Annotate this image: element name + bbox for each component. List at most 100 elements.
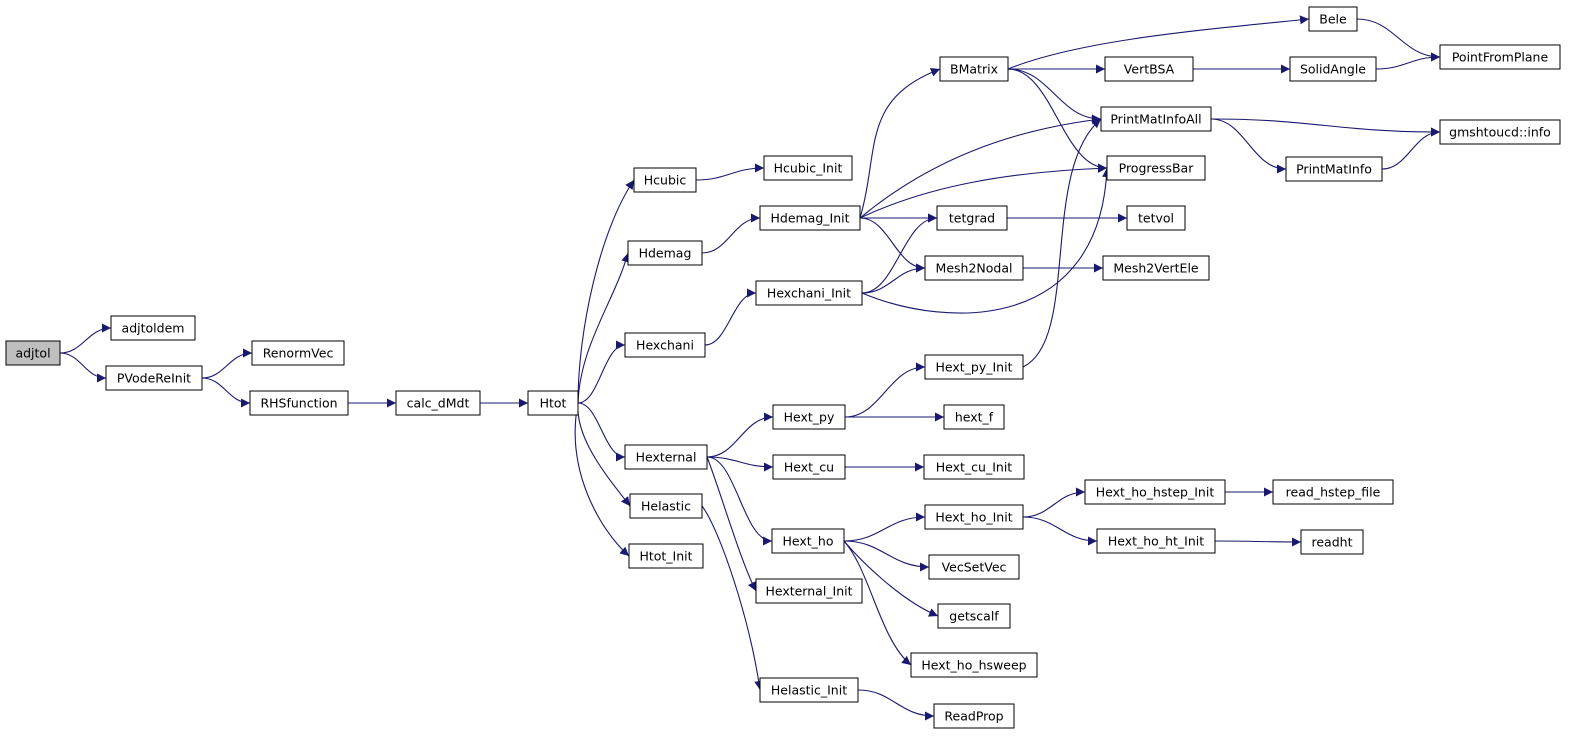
node-mesh2nodal[interactable]: Mesh2Nodal	[924, 255, 1024, 281]
node-hext-f[interactable]: hext_f	[943, 404, 1005, 430]
node-htot-init[interactable]: Htot_Init	[628, 543, 704, 569]
node-hcubic-init[interactable]: Hcubic_Init	[763, 155, 853, 181]
node-label: adjtoldem	[122, 321, 185, 336]
node-hcubic[interactable]: Hcubic	[633, 167, 697, 193]
node-box	[1084, 479, 1226, 505]
node-tetgrad[interactable]: tetgrad	[936, 205, 1008, 231]
node-printmatinfo[interactable]: PrintMatInfo	[1285, 156, 1383, 182]
node-pvodereinit[interactable]: PVodeReInit	[105, 365, 203, 391]
node-hext-py[interactable]: Hext_py	[772, 404, 846, 430]
node-label: Hcubic	[644, 173, 687, 188]
node-box	[936, 205, 1008, 231]
node-hexchani[interactable]: Hexchani	[624, 332, 706, 358]
node-box	[759, 677, 859, 703]
node-hext-ho-hstep-init[interactable]: Hext_ho_hstep_Init	[1084, 479, 1226, 505]
node-hext-ho[interactable]: Hext_ho	[771, 528, 845, 554]
node-hext-ho-ht-init[interactable]: Hext_ho_ht_Init	[1096, 528, 1216, 554]
node-hext-ho-hsweep[interactable]: Hext_ho_hsweep	[910, 652, 1038, 678]
node-solidangle[interactable]: SolidAngle	[1289, 56, 1377, 82]
node-label: Hext_py_Init	[936, 360, 1013, 375]
edge-htot-to-htot_init	[574, 402, 630, 557]
node-vecsetvec[interactable]: VecSetVec	[928, 554, 1020, 580]
edge-hexternal-to-hext_ho	[706, 456, 773, 546]
node-rhsfunction[interactable]: RHSfunction	[249, 390, 349, 416]
node-helastic[interactable]: Helastic	[629, 493, 703, 519]
node-box	[1308, 6, 1358, 32]
node-box	[110, 315, 196, 341]
node-vertbsa[interactable]: VertBSA	[1104, 56, 1194, 82]
node-printmatinfoall[interactable]: PrintMatInfoAll	[1100, 106, 1212, 132]
node-label: readht	[1312, 535, 1353, 550]
node-bmatrix[interactable]: BMatrix	[939, 56, 1009, 82]
node-read-hstep-file[interactable]: read_hstep_file	[1272, 479, 1394, 505]
node-readprop[interactable]: ReadProp	[933, 703, 1015, 729]
node-label: Helastic_Init	[771, 683, 847, 698]
edge-hext_ho_init-to-hext_ho_ht_init	[1022, 516, 1098, 546]
edge-htot-to-hexternal	[577, 402, 626, 462]
edge-hexchani_init-to-mesh2nodal	[861, 263, 926, 294]
node-pointfromplane[interactable]: PointFromPlane	[1439, 44, 1561, 70]
node-adjtol[interactable]: adjtol	[5, 340, 61, 366]
node-htot[interactable]: Htot	[527, 390, 579, 416]
edge-hext_ho_init-to-hext_ho_hstep_init	[1022, 487, 1086, 518]
node-adjtoldem[interactable]: adjtoldem	[110, 315, 196, 341]
edge-helastic-to-helastic_init	[701, 505, 764, 691]
node-box	[924, 255, 1024, 281]
node-label: SolidAngle	[1300, 62, 1366, 77]
node-box	[1439, 119, 1561, 145]
edge-hext_ho-to-getscalf	[843, 540, 939, 617]
node-box	[249, 390, 349, 416]
node-helastic-init[interactable]: Helastic_Init	[759, 677, 859, 703]
node-label: read_hstep_file	[1286, 485, 1381, 500]
node-label: PrintMatInfo	[1296, 162, 1372, 177]
node-label: Helastic	[641, 499, 691, 514]
edge-pvodereinit-to-rhsfunction	[201, 377, 251, 408]
node-readht[interactable]: readht	[1300, 529, 1364, 555]
node-hdemag-init[interactable]: Hdemag_Init	[759, 205, 861, 231]
edge-adjtol-to-pvodereinit	[59, 352, 107, 383]
node-hexchani-init[interactable]: Hexchani_Init	[755, 280, 863, 306]
node-label: calc_dMdt	[407, 396, 470, 411]
node-mesh2vertele[interactable]: Mesh2VertEle	[1102, 255, 1210, 281]
edge-hexchani-to-hexchani_init	[704, 288, 757, 346]
edge-hexternal-to-hext_py	[706, 412, 774, 458]
node-label: PointFromPlane	[1452, 50, 1549, 65]
node-label: PrintMatInfoAll	[1110, 112, 1201, 127]
node-hdemag[interactable]: Hdemag	[627, 240, 703, 266]
node-box	[910, 652, 1038, 678]
edge-solidangle-to-pointfromplane	[1375, 52, 1441, 70]
node-bele[interactable]: Bele	[1308, 6, 1358, 32]
node-hext-py-init[interactable]: Hext_py_Init	[924, 354, 1024, 380]
node-progressbar[interactable]: ProgressBar	[1106, 155, 1206, 181]
node-label: Hext_cu_Init	[936, 460, 1013, 475]
node-hext-cu-init[interactable]: Hext_cu_Init	[923, 454, 1025, 480]
node-box	[629, 493, 703, 519]
node-hexternal-init[interactable]: Hexternal_Init	[755, 578, 863, 604]
node-box	[395, 390, 481, 416]
node-gmshtoucd-info[interactable]: gmshtoucd::info	[1439, 119, 1561, 145]
node-box	[628, 543, 704, 569]
node-box	[1100, 106, 1212, 132]
node-box	[1104, 56, 1194, 82]
node-box	[1272, 479, 1394, 505]
node-label: Htot	[540, 396, 567, 411]
node-box	[251, 340, 345, 366]
node-label: Mesh2Nodal	[936, 261, 1013, 276]
node-label: Hdemag_Init	[770, 211, 849, 226]
node-label: Hext_ho_hsweep	[921, 658, 1026, 673]
edge-bmatrix-to-printmatinfoall	[1007, 68, 1102, 124]
node-renormvec[interactable]: RenormVec	[251, 340, 345, 366]
node-tetvol[interactable]: tetvol	[1126, 205, 1186, 231]
edge-adjtol-to-adjtoldem	[59, 323, 112, 354]
node-hext-cu[interactable]: Hext_cu	[772, 454, 846, 480]
edge-hdemag_init-to-bmatrix	[859, 68, 941, 219]
node-calc-dmdt[interactable]: calc_dMdt	[395, 390, 481, 416]
node-label: Hext_ho_hstep_Init	[1096, 485, 1215, 500]
edge-hdemag-to-hdemag_init	[701, 213, 761, 254]
edge-helastic_init-to-readprop	[857, 689, 935, 721]
node-hexternal[interactable]: Hexternal	[624, 444, 708, 470]
node-getscalf[interactable]: getscalf	[937, 603, 1011, 629]
node-box	[943, 404, 1005, 430]
node-hext-ho-init[interactable]: Hext_ho_Init	[924, 504, 1024, 530]
edge-bmatrix-to-progressbar	[1007, 68, 1108, 173]
